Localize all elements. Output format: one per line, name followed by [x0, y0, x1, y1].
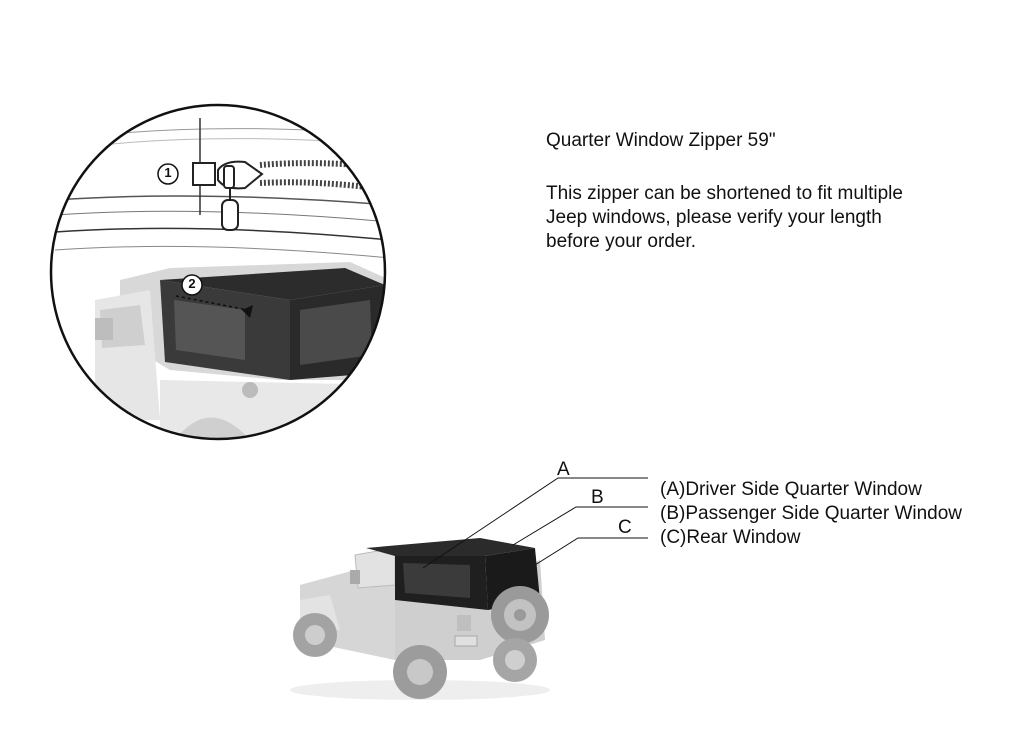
step-1-badge: [157, 163, 179, 185]
inset-jeep-top: [95, 262, 385, 439]
step-1-number: 1: [164, 165, 172, 180]
zipper-teeth: [259, 160, 385, 193]
step-2-badge: [181, 274, 203, 296]
description-line: Jeep windows, please verify your length: [546, 207, 882, 228]
zipper-slider: [192, 160, 264, 231]
leader-lines: [422, 477, 648, 569]
soft-top-roof: [366, 538, 535, 556]
product-title: Quarter Window Zipper 59": [546, 130, 776, 151]
leader-line-b: [512, 506, 648, 546]
legend-letter-a: A: [557, 459, 570, 480]
product-description: This zipper can be shortened to fit mult…: [546, 182, 966, 254]
leader-line-c: [534, 537, 648, 566]
description-line: before your order.: [546, 231, 696, 252]
legend-letter-c: C: [618, 517, 632, 538]
jeep-illustration: [290, 538, 550, 700]
legend-letter-b: B: [591, 487, 604, 508]
zipper-detail-inset: [49, 103, 387, 441]
description-line: This zipper can be shortened to fit mult…: [546, 183, 903, 204]
legend-label-a: (A)Driver Side Quarter Window: [660, 479, 922, 500]
step-2-number: 2: [188, 276, 196, 291]
leader-line-a: [422, 477, 648, 569]
legend-label-c: (C)Rear Window: [660, 527, 801, 548]
legend-label-b: (B)Passenger Side Quarter Window: [660, 503, 963, 524]
